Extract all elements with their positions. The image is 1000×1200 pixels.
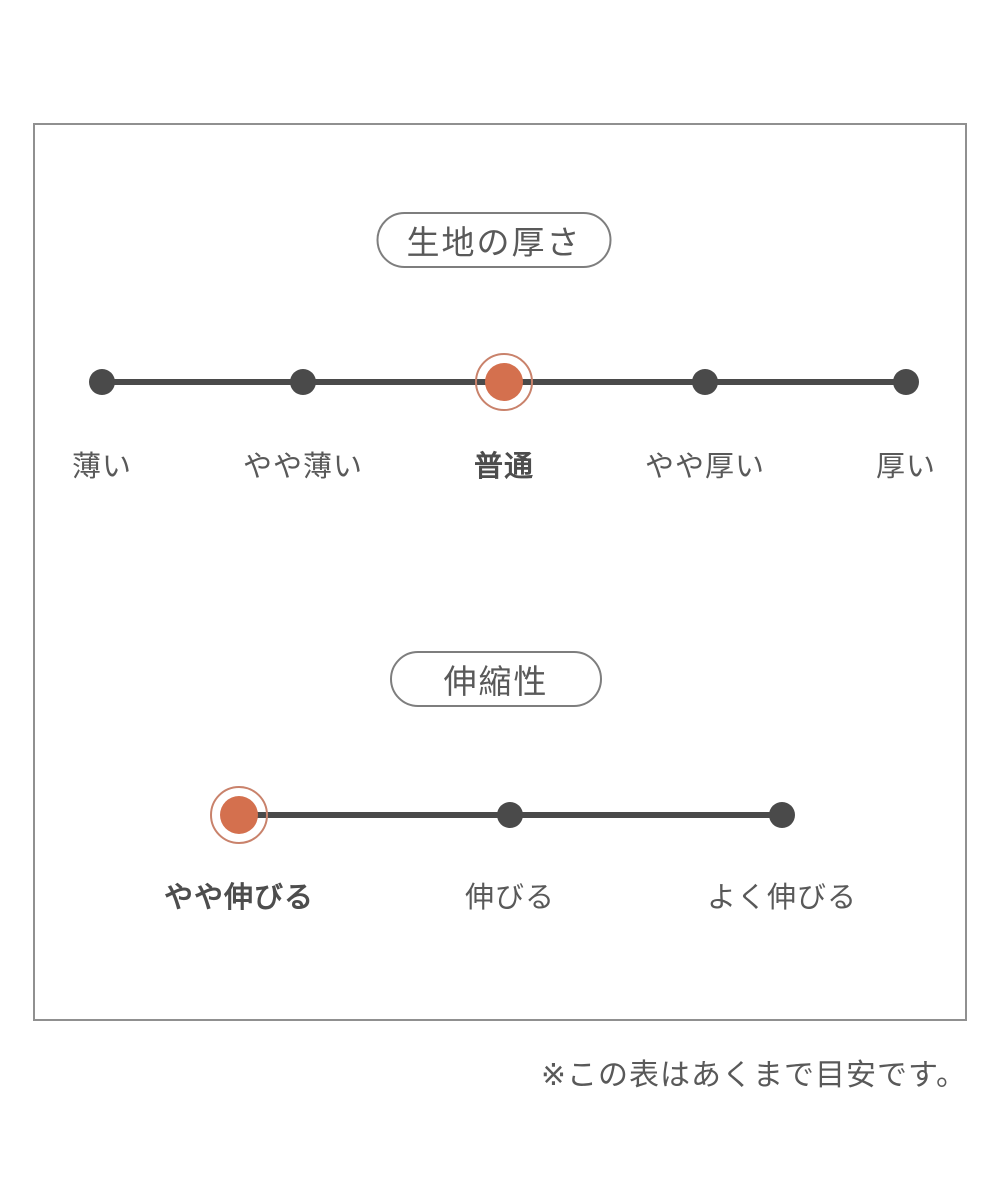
- disclaimer-note: ※この表はあくまで目安です。: [540, 1058, 967, 1093]
- stretch-label-very-stretchy: よく伸びる: [706, 880, 858, 914]
- spec-panel: 生地の厚さ 薄い やや薄い 普通 やや厚い 厚い 伸縮性 やや伸びる 伸びる よ…: [33, 123, 967, 1021]
- thickness-scale-title-pill: 生地の厚さ: [376, 212, 612, 268]
- thickness-scale-title: 生地の厚さ: [406, 223, 582, 262]
- thickness-dot-slightly-thin: [290, 369, 316, 395]
- stretch-dot-slightly-stretchy-selected-marker: [210, 786, 268, 844]
- stretch-scale-title: 伸縮性: [443, 662, 549, 701]
- thickness-label-normal: 普通: [473, 449, 535, 483]
- stretch-dot-very-stretchy: [769, 802, 795, 828]
- thickness-label-slightly-thin: やや薄い: [242, 449, 364, 483]
- thickness-dot-slightly-thick: [692, 369, 718, 395]
- thickness-label-slightly-thick: やや厚い: [644, 449, 766, 483]
- stretch-label-stretchy: 伸びる: [464, 880, 556, 914]
- thickness-dot-thin: [89, 369, 115, 395]
- thickness-dot-thick: [893, 369, 919, 395]
- stretch-label-slightly-stretchy: やや伸びる: [163, 880, 315, 914]
- stretch-scale-title-pill: 伸縮性: [390, 651, 602, 707]
- thickness-label-thin: 薄い: [71, 449, 133, 483]
- thickness-label-thick: 厚い: [875, 449, 937, 483]
- thickness-dot-normal-selected-marker: [475, 353, 533, 411]
- stretch-dot-stretchy: [497, 802, 523, 828]
